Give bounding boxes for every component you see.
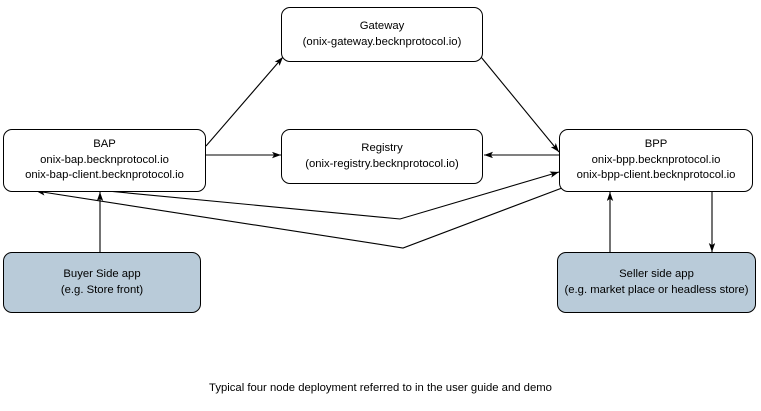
node-buyer-side-app[interactable]: Buyer Side app (e.g. Store front) bbox=[3, 252, 201, 313]
node-registry-subtitle: (onix-registry.becknprotocol.io) bbox=[305, 157, 459, 170]
node-gateway-title: Gateway bbox=[359, 20, 405, 32]
node-gateway-subtitle: (onix-gateway.becknprotocol.io) bbox=[302, 35, 462, 48]
node-bap-title: BAP bbox=[93, 138, 116, 151]
node-seller-side-app-subtitle: (e.g. market place or headless store) bbox=[564, 283, 749, 296]
edge-bap-to-gateway bbox=[205, 56, 284, 147]
node-bap[interactable]: BAP onix-bap.becknprotocol.io onix-bap-c… bbox=[3, 129, 206, 192]
edge-gateway-to-bpp bbox=[480, 56, 560, 153]
node-seller-side-app[interactable]: Seller side app (e.g. market place or he… bbox=[557, 252, 756, 313]
node-registry[interactable]: Registry (onix-registry.becknprotocol.io… bbox=[281, 129, 483, 184]
node-bpp-subtitle: onix-bpp.becknprotocol.io bbox=[591, 153, 721, 166]
node-buyer-side-app-subtitle: (e.g. Store front) bbox=[60, 283, 144, 296]
node-bpp-subtitle-2: onix-bpp-client.becknprotocol.io bbox=[576, 169, 736, 182]
node-gateway[interactable]: Gateway (onix-gateway.becknprotocol.io) bbox=[281, 7, 483, 62]
diagram-caption: Typical four node deployment referred to… bbox=[209, 382, 552, 394]
node-bap-subtitle: onix-bap.becknprotocol.io bbox=[40, 153, 169, 166]
node-registry-title: Registry bbox=[361, 142, 403, 154]
node-buyer-side-app-title: Buyer Side app bbox=[63, 268, 141, 280]
node-bpp[interactable]: BPP onix-bpp.becknprotocol.io onix-bpp-c… bbox=[559, 129, 753, 192]
node-seller-side-app-title: Seller side app bbox=[619, 268, 694, 280]
edge-bpp-to-bap bbox=[35, 184, 571, 249]
node-bpp-title: BPP bbox=[644, 138, 668, 151]
node-bap-subtitle-2: onix-bap-client.becknprotocol.io bbox=[25, 169, 184, 182]
